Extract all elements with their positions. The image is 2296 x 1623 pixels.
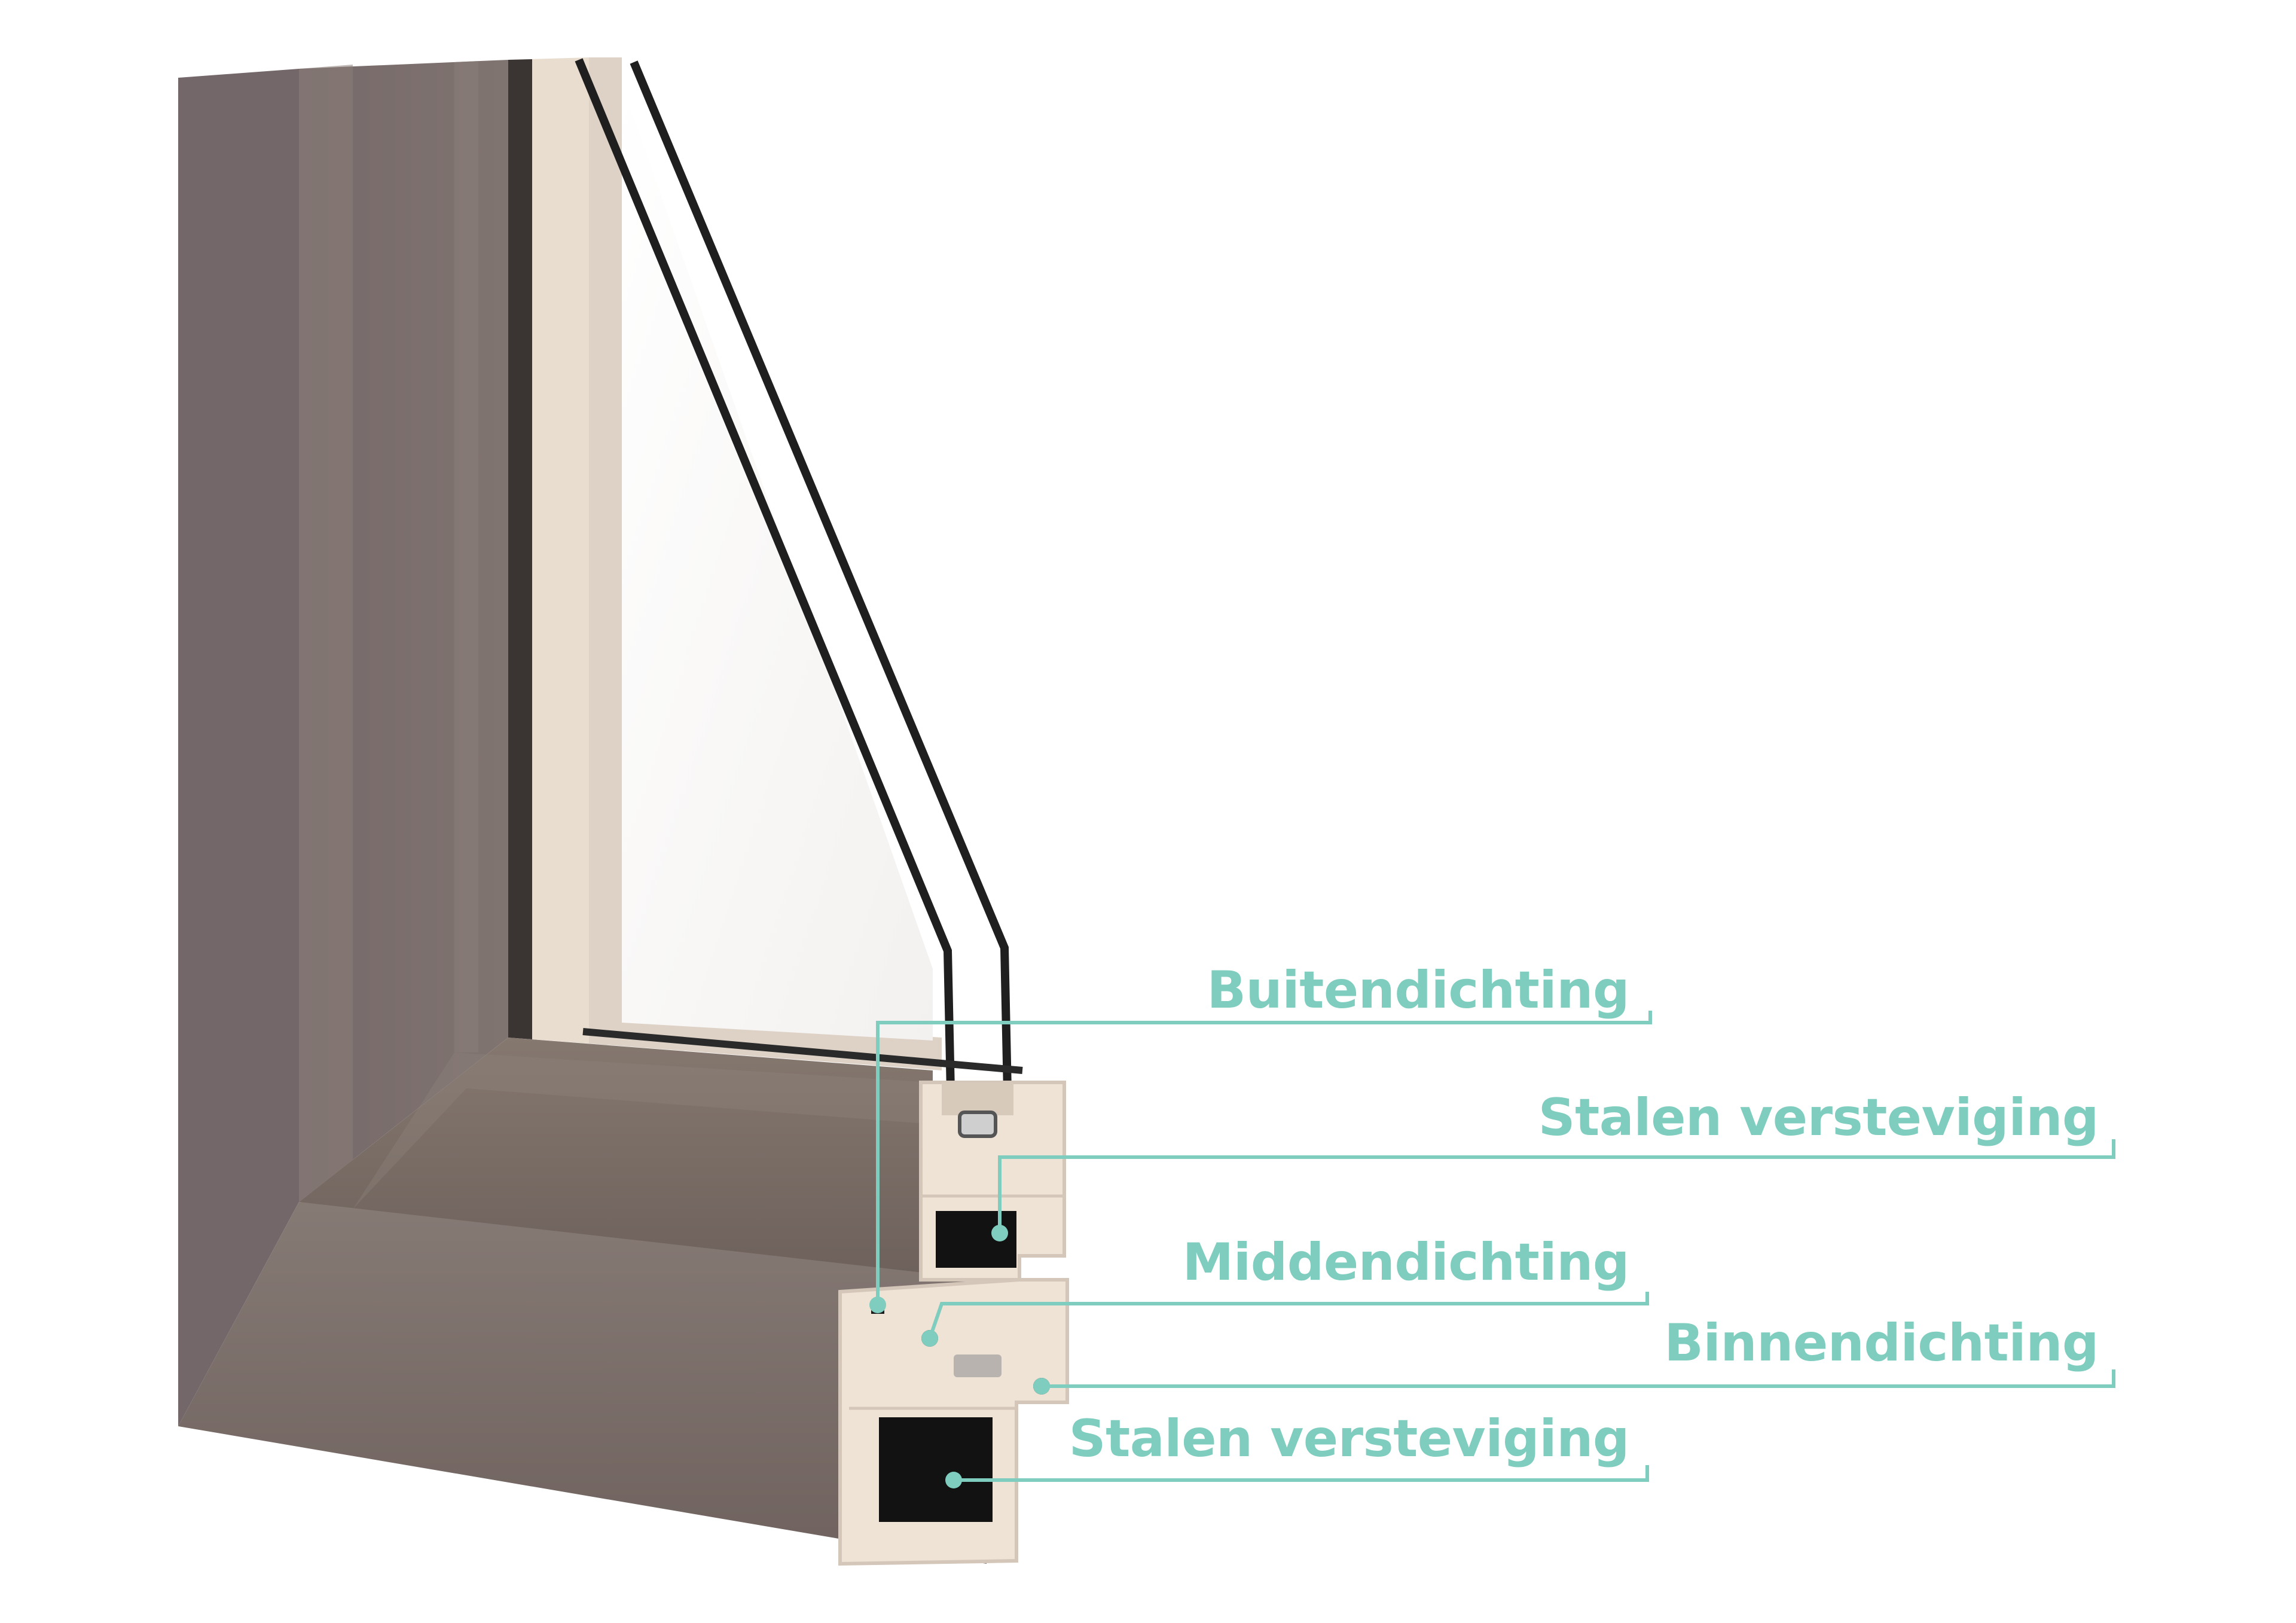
sash-edge-highlight [299,65,353,1209]
label-middendichting: Middendichting [1183,1232,1629,1292]
sash-edge-line [454,61,478,1052]
glass-pane [622,84,933,1041]
hardware-spring [954,1354,1002,1377]
callout-dot [945,1472,962,1488]
steel-reinforcement-lower [879,1417,993,1522]
label-stalen-versteviging-top: Stalen versteviging [1538,1088,2099,1148]
glass-spacer [960,1112,996,1136]
label-buitendichting: Buitendichting [1207,960,1629,1020]
glazing [508,57,1022,1091]
glazing-bead-shadow [508,59,532,1039]
label-binnendichting: Binnendichting [1664,1313,2099,1373]
callout-dot [1033,1378,1050,1395]
callout-dot [991,1225,1008,1241]
glass-channel [942,1082,1013,1115]
label-stalen-versteviging-bottom: Stalen versteviging [1069,1409,1629,1469]
callout-dot [921,1330,938,1347]
callout-dot [869,1296,886,1313]
frame-vertical-face [178,69,299,1426]
leader-stalen-versteviging-top [1000,1139,2114,1232]
